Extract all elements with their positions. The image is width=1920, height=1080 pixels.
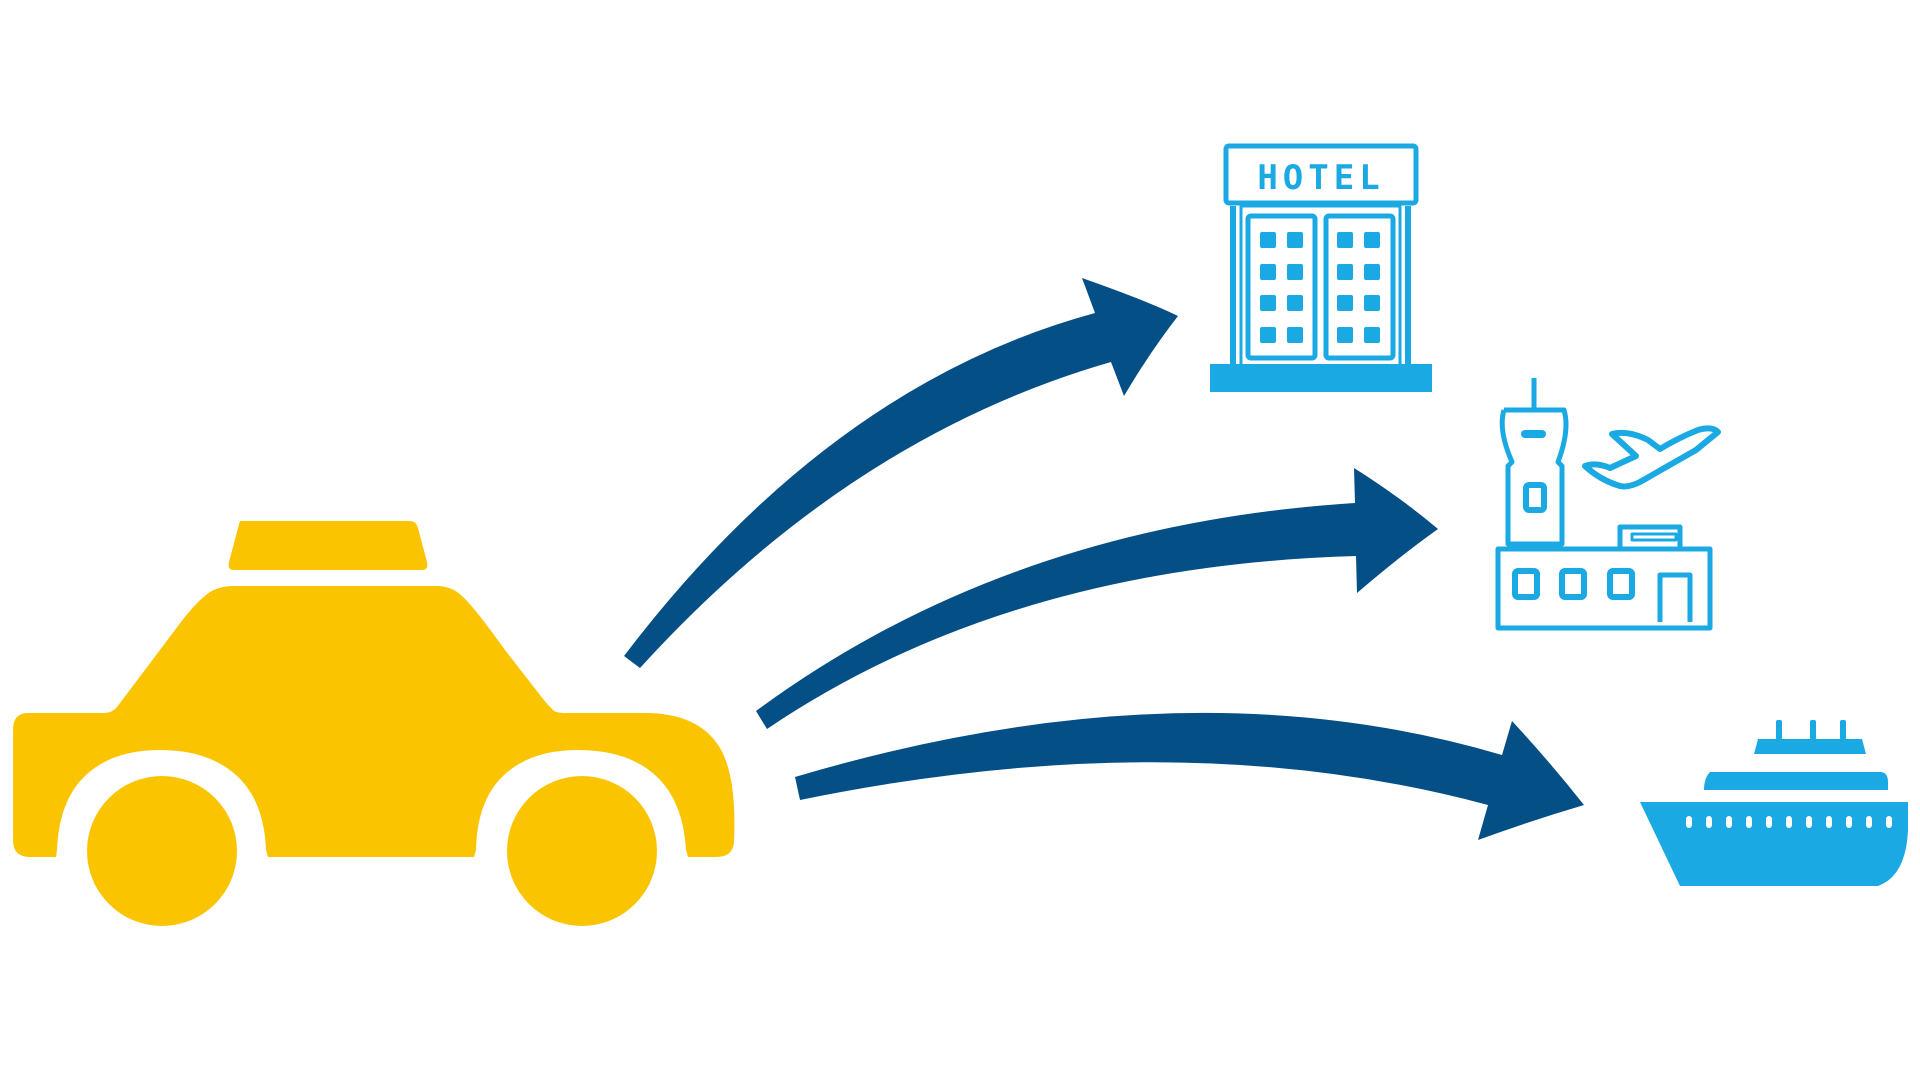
airport-control-tower — [1499, 378, 1569, 547]
taxi-rear-wheel — [87, 776, 237, 926]
airport-terminal — [1495, 546, 1713, 631]
ship-hull — [1640, 802, 1908, 886]
taxi-roof-sign — [228, 521, 428, 570]
airport-door — [1657, 572, 1693, 622]
hotel-window-panel-right — [1323, 213, 1396, 361]
hotel-windows — [1260, 232, 1380, 343]
hotel-icon: HOTEL — [1210, 143, 1432, 392]
airport-plane — [1582, 425, 1721, 490]
ship-middle-deck — [1704, 772, 1888, 790]
arrow-to-airport — [756, 468, 1438, 729]
hotel-sign-text: HOTEL — [1257, 158, 1384, 198]
ship-top-deck — [1754, 739, 1866, 754]
hotel-sign — [1223, 143, 1419, 206]
arrow-to-cruise-ship — [795, 712, 1584, 840]
ship-portholes — [1686, 816, 1892, 828]
taxi-icon — [13, 521, 735, 926]
hotel-base — [1210, 364, 1432, 392]
taxi-front-wheel — [507, 776, 657, 926]
airport-icon — [1495, 378, 1721, 631]
hotel-walls — [1230, 206, 1411, 366]
taxi-body — [13, 586, 735, 857]
arrow-to-hotel — [624, 278, 1178, 668]
airport-windows — [1512, 568, 1635, 600]
cruise-ship-icon — [1640, 720, 1908, 886]
hotel-window-panel-left — [1245, 213, 1318, 361]
